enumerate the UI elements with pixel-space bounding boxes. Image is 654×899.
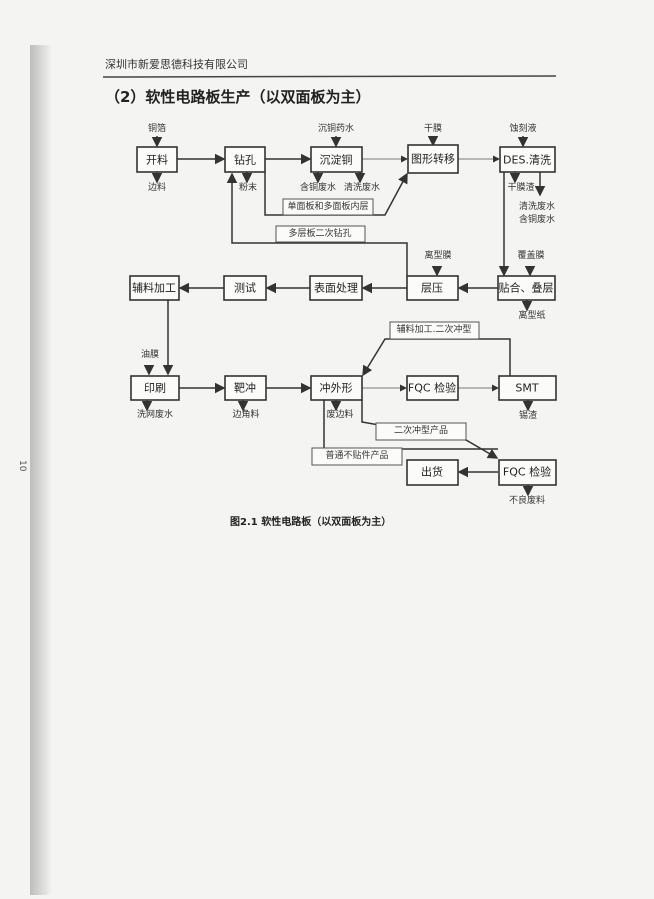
label-duoceng: 多层板二次钻孔 <box>275 225 366 243</box>
label-danmian: 单面板和多面板内层 <box>282 198 374 216</box>
svg-text:离型纸: 离型纸 <box>518 309 545 321</box>
label-fuliao2: 辅料加工.二次冲型 <box>389 321 480 340</box>
svg-text:印刷: 印刷 <box>144 382 166 395</box>
svg-text:辅料加工.二次冲型: 辅料加工.二次冲型 <box>397 323 472 335</box>
svg-text:SMT: SMT <box>515 382 538 395</box>
box-cengya: 层压 <box>406 275 459 301</box>
box-tiehe: 贴合、叠层 <box>497 275 556 301</box>
svg-text:开料: 开料 <box>146 153 168 167</box>
svg-text:靶冲: 靶冲 <box>234 381 256 395</box>
svg-text:含铜废水: 含铜废水 <box>300 181 336 193</box>
label-putong: 普通不贴件产品 <box>311 447 403 466</box>
svg-text:冲外形: 冲外形 <box>320 381 353 395</box>
svg-text:洗网废水: 洗网废水 <box>137 408 173 420</box>
svg-text:图形转移: 图形转移 <box>411 152 455 166</box>
svg-text:蚀刻液: 蚀刻液 <box>509 122 536 134</box>
page-number: 10 <box>17 460 27 472</box>
svg-text:出货: 出货 <box>421 465 443 479</box>
svg-text:离型膜: 离型膜 <box>424 249 451 261</box>
box-fqc1: FQC 检验 <box>406 375 459 401</box>
box-yinshua: 印刷 <box>130 375 180 401</box>
box-bachong: 靶冲 <box>224 375 267 401</box>
svg-text:清洗废水: 清洗废水 <box>519 200 555 212</box>
svg-text:不良废料: 不良废料 <box>509 494 545 506</box>
svg-text:油膜: 油膜 <box>141 348 159 360</box>
svg-text:干膜渣: 干膜渣 <box>507 181 534 193</box>
svg-text:钻孔: 钻孔 <box>234 153 256 167</box>
inputs: 铜箔 沉铜药水 干膜 蚀刻液 离型膜 覆盖膜 油膜 <box>141 122 545 360</box>
svg-text:粉末: 粉末 <box>239 181 257 193</box>
box-tuxing: 图形转移 <box>407 144 459 174</box>
svg-text:层压: 层压 <box>421 282 443 295</box>
scan-shadow <box>30 45 52 895</box>
box-chendiantong: 沉淀铜 <box>310 146 363 173</box>
section-title: （2）软性电路板生产（以双面板为主） <box>105 88 370 106</box>
svg-text:普通不贴件产品: 普通不贴件产品 <box>325 449 388 461</box>
box-des: DES.清洗 <box>499 146 556 173</box>
svg-text:废边料: 废边料 <box>326 408 353 420</box>
box-chongwaixing: 冲外形 <box>310 375 363 401</box>
box-fqc2: FQC 检验 <box>498 459 557 486</box>
svg-text:FQC 检验: FQC 检验 <box>503 465 551 479</box>
svg-text:含铜废水: 含铜废水 <box>519 213 555 225</box>
label-erci: 二次冲型产品 <box>375 422 467 441</box>
svg-text:二次冲型产品: 二次冲型产品 <box>394 424 448 436</box>
figure-caption: 图2.1 软性电路板（以双面板为主） <box>230 515 391 528</box>
svg-text:多层板二次钻孔: 多层板二次钻孔 <box>288 227 351 239</box>
svg-text:沉淀铜: 沉淀铜 <box>320 153 353 167</box>
box-fuliao: 辅料加工 <box>129 275 180 301</box>
box-kailiao: 开料 <box>136 146 178 173</box>
svg-text:沉铜药水: 沉铜药水 <box>318 122 354 134</box>
svg-text:贴合、叠层: 贴合、叠层 <box>499 281 554 295</box>
svg-text:测试: 测试 <box>234 282 256 295</box>
svg-text:覆盖膜: 覆盖膜 <box>517 249 544 261</box>
header-rule <box>102 75 557 78</box>
box-biaomian: 表面处理 <box>309 275 363 301</box>
box-chuhuo: 出货 <box>406 459 459 486</box>
svg-text:清洗废水: 清洗废水 <box>344 181 380 193</box>
company-header: 深圳市新爱思德科技有限公司 <box>105 57 248 71</box>
side-arrows <box>141 136 546 497</box>
svg-text:边料: 边料 <box>148 181 166 193</box>
svg-text:DES.清洗: DES.清洗 <box>503 154 551 167</box>
outputs: 边料 粉末 含铜废水 清洗废水 干膜渣 清洗废水 含铜废水 离型纸 洗网废水 边… <box>137 181 555 506</box>
svg-text:辅料加工: 辅料加工 <box>132 281 176 295</box>
svg-text:铜箔: 铜箔 <box>148 122 166 134</box>
box-ceshi: 测试 <box>223 275 267 301</box>
box-smt: SMT <box>498 375 557 401</box>
svg-text:边角料: 边角料 <box>232 408 259 420</box>
svg-text:干膜: 干膜 <box>424 123 442 134</box>
svg-text:表面处理: 表面处理 <box>314 281 358 295</box>
svg-text:锡渣: 锡渣 <box>519 409 537 421</box>
box-zuankong: 钻孔 <box>224 146 266 173</box>
svg-text:FQC 检验: FQC 检验 <box>408 381 456 395</box>
svg-text:单面板和多面板内层: 单面板和多面板内层 <box>287 200 368 212</box>
